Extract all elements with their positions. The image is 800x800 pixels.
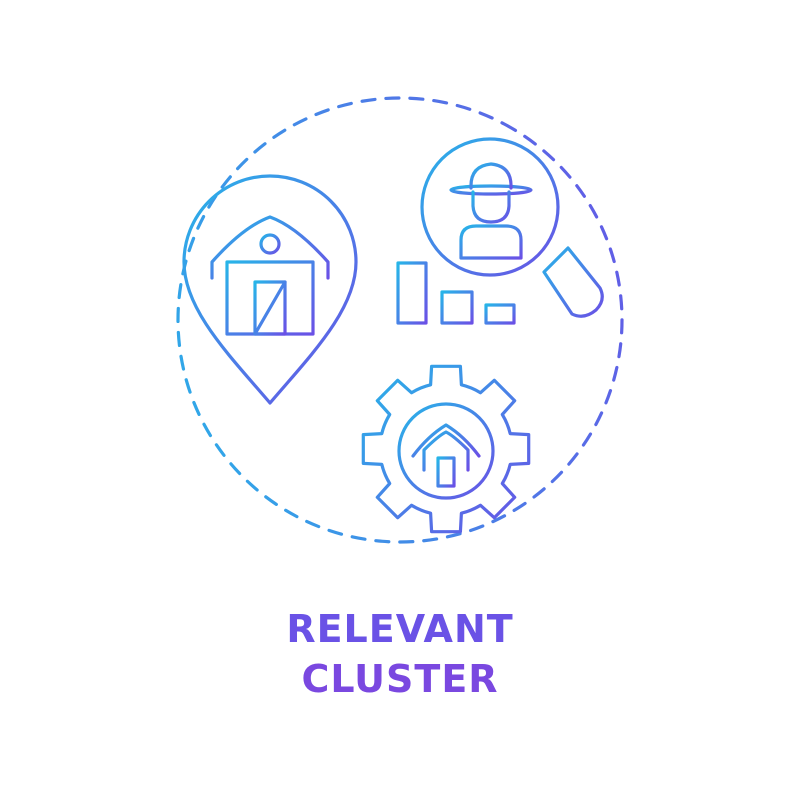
caption-line-2: CLUSTER bbox=[301, 657, 499, 701]
barn-location-pin-icon bbox=[182, 174, 358, 412]
caption-line-1: RELEVANT bbox=[286, 607, 514, 651]
bar-chart-icon bbox=[390, 261, 522, 327]
farmer-search-magnifier-icon bbox=[420, 137, 604, 318]
gear-barn-icon bbox=[361, 364, 531, 534]
caption: RELEVANT CLUSTER bbox=[0, 604, 800, 704]
dashed-circle-frame bbox=[176, 96, 624, 544]
